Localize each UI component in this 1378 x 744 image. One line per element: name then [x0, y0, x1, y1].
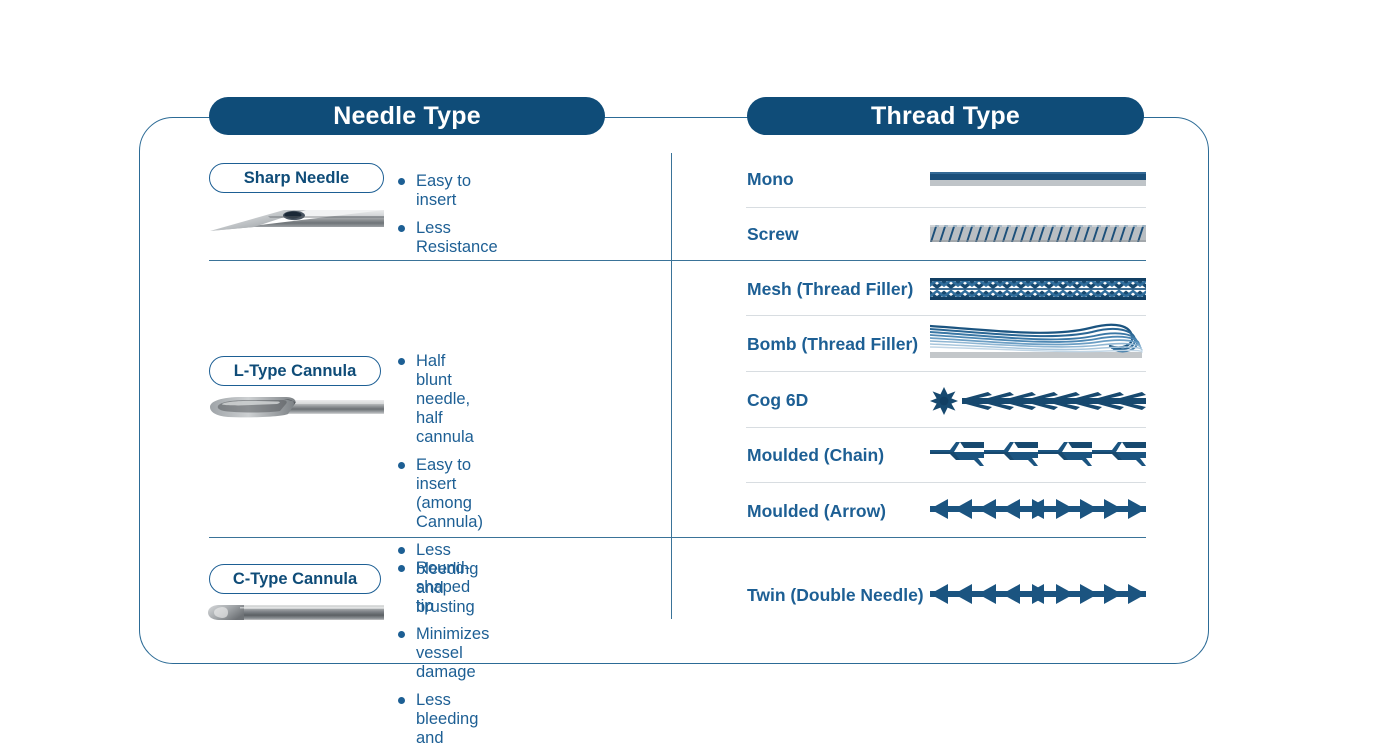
thread-label-cog-6d: Cog 6D	[747, 390, 809, 410]
thread-row-divider	[746, 207, 1146, 208]
bullet-item: Round-shaped tip	[398, 559, 489, 616]
thread-label-screw: Screw	[747, 224, 799, 244]
thread-type-header: Thread Type	[747, 97, 1144, 135]
thread-label-moulded-arrow: Moulded (Arrow)	[747, 501, 887, 521]
bullet-text: Less bleeding and brusting	[416, 540, 479, 616]
section-divider-1	[209, 260, 1146, 262]
moulded-chain-thread-art-icon	[930, 440, 1146, 475]
thread-row-divider	[746, 315, 1146, 316]
bullet-item: Easy to insert	[398, 172, 498, 210]
bullet-item: Less bleeding and bruising	[398, 691, 489, 744]
bullet-dot-icon	[398, 178, 405, 185]
bullet-text: Half blunt needle, half cannula	[416, 352, 474, 446]
thread-label-mono: Mono	[747, 169, 794, 189]
bullet-text: Less bleeding and bruising	[416, 690, 479, 744]
bullet-dot-icon	[398, 546, 405, 554]
bullet-text: Easy to insert (among Cannula)	[416, 455, 483, 531]
bullet-item: Easy to insert (among Cannula)	[398, 456, 483, 532]
needle-bullets-l-type-cannula: Half blunt needle, half cannula Easy to …	[398, 352, 483, 626]
bullet-text: Minimizes vessel damage	[416, 624, 490, 681]
bullet-dot-icon	[398, 630, 405, 638]
screw-thread-art-icon	[930, 222, 1146, 251]
thread-row-divider	[746, 371, 1146, 372]
bomb-thread-art-icon	[928, 312, 1146, 365]
column-divider	[671, 153, 673, 619]
bullet-item: Less bleeding and brusting	[398, 541, 483, 617]
mesh-thread-art-icon	[930, 276, 1146, 307]
thread-label-mesh: Mesh (Thread Filler)	[747, 279, 914, 299]
bullet-dot-icon	[398, 461, 405, 469]
bullet-text: Less Resistance	[416, 218, 498, 256]
thread-row-divider	[746, 427, 1146, 428]
thread-label-twin-double-needle: Twin (Double Needle)	[747, 585, 924, 605]
bullet-dot-icon	[398, 696, 405, 704]
l-type-cannula-photo-icon	[208, 392, 384, 431]
bullet-item: Minimizes vessel damage	[398, 625, 489, 682]
needle-tag-c-type-cannula: C-Type Cannula	[209, 564, 381, 594]
twin-double-needle-thread-art-icon	[930, 581, 1146, 612]
bullet-dot-icon	[398, 565, 405, 572]
bullet-dot-icon	[398, 358, 405, 365]
needle-type-header: Needle Type	[209, 97, 605, 135]
bullet-item: Less Resistance	[398, 219, 498, 257]
moulded-arrow-thread-art-icon	[930, 496, 1146, 527]
needle-tag-l-type-cannula: L-Type Cannula	[209, 356, 381, 386]
needle-bullets-c-type-cannula: Round-shaped tip Minimizes vessel damage…	[398, 559, 489, 744]
thread-label-bomb: Bomb (Thread Filler)	[747, 334, 919, 354]
bullet-text: Round-shaped tip	[416, 559, 471, 615]
needle-bullets-sharp-needle: Easy to insert Less Resistance	[398, 172, 498, 266]
thread-label-moulded-chain: Moulded (Chain)	[747, 445, 885, 465]
bullet-dot-icon	[398, 224, 405, 232]
sharp-needle-photo-icon	[208, 198, 384, 243]
bullet-item: Half blunt needle, half cannula	[398, 352, 483, 447]
cog-star-cross-section	[930, 387, 958, 415]
c-type-cannula-photo-icon	[208, 598, 384, 633]
section-divider-2	[209, 537, 1146, 539]
mono-thread-art-icon	[930, 168, 1146, 195]
bullet-text: Easy to insert	[416, 172, 472, 209]
thread-row-divider	[746, 482, 1146, 483]
diagram-frame	[139, 117, 1209, 664]
cog-6d-thread-art-icon	[930, 386, 1146, 421]
needle-tag-sharp-needle: Sharp Needle	[209, 163, 384, 193]
